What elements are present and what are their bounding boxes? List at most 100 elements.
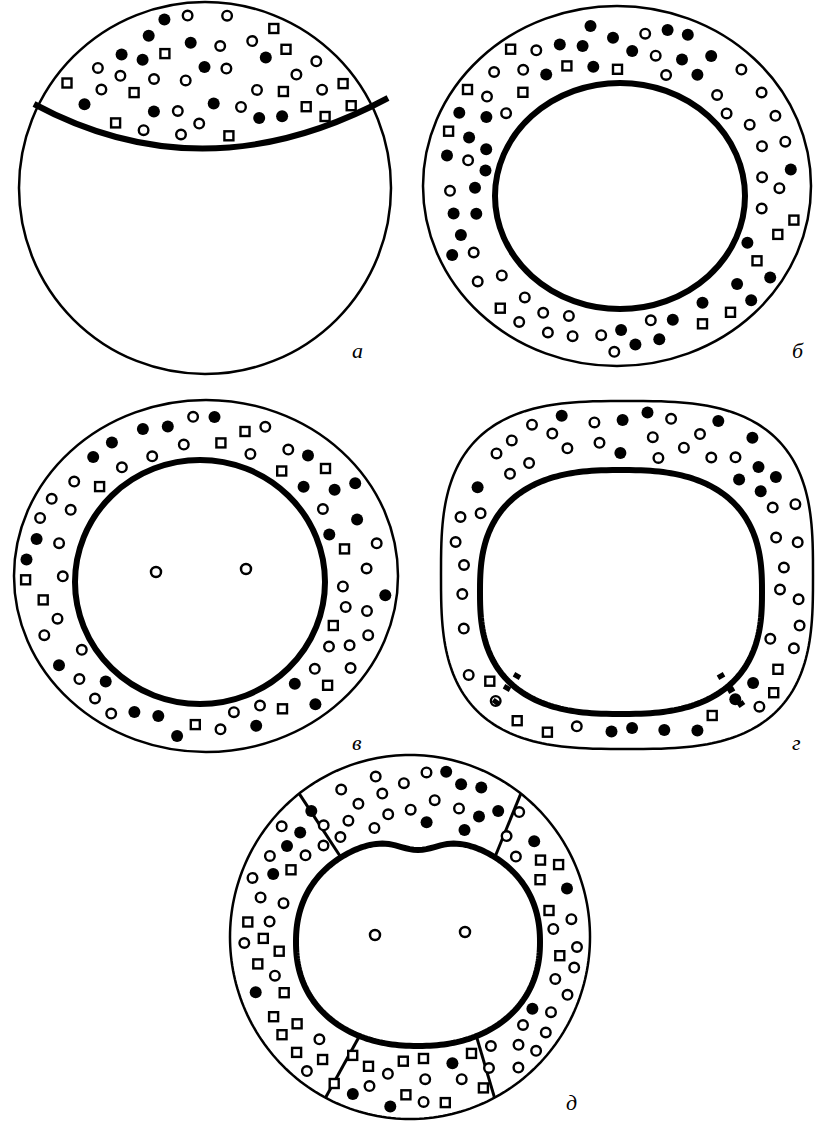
yolk-granule — [77, 645, 87, 655]
yolk-granule — [298, 481, 310, 493]
yolk-granule — [260, 52, 272, 64]
yolk-granule — [339, 79, 348, 88]
yolk-granule — [741, 237, 753, 249]
yolk-granule — [100, 675, 112, 687]
filled-granule — [208, 98, 220, 110]
filled-granule — [607, 32, 619, 44]
yolk-granule — [318, 1055, 327, 1064]
filled-granule — [741, 237, 753, 249]
filled-granule — [667, 314, 679, 326]
yolk-granule — [158, 14, 170, 26]
hollow-granule — [541, 1028, 551, 1038]
yolk-granule — [551, 974, 561, 984]
yolk-boundary — [480, 470, 762, 714]
square-granule — [348, 1051, 357, 1060]
hollow-granule — [518, 1020, 528, 1030]
dash-mark — [513, 672, 522, 680]
hollow-granule — [324, 642, 334, 652]
hollow-granule — [514, 317, 524, 327]
yolk-granule — [568, 331, 578, 341]
square-granule — [253, 959, 262, 968]
yolk-granule — [279, 898, 289, 908]
yolk-granule — [524, 458, 534, 468]
yolk-granule — [458, 589, 468, 599]
hollow-granule — [54, 538, 64, 548]
hollow-granule — [548, 429, 558, 439]
hollow-granule — [265, 917, 275, 927]
yolk-granule — [745, 294, 757, 306]
yolk-granule — [363, 630, 373, 640]
yolk-granule — [181, 76, 191, 86]
yolk-granule — [194, 119, 204, 129]
hollow-granule — [538, 308, 548, 318]
filled-granule — [21, 554, 33, 566]
yolk-boundary — [75, 460, 325, 704]
filled-granule — [305, 805, 317, 817]
yolk-granule — [653, 333, 665, 345]
yolk-granule — [646, 316, 656, 326]
yolk-granule — [513, 716, 522, 725]
hollow-granule — [590, 418, 600, 428]
hollow-granule — [755, 702, 765, 712]
hollow-granule — [794, 595, 804, 605]
yolk-granule — [771, 111, 781, 121]
square-granule — [347, 101, 356, 110]
yolk-granule — [785, 164, 797, 176]
yolk-granule — [269, 1012, 278, 1021]
square-granule — [287, 865, 296, 874]
yolk-granule — [567, 914, 577, 924]
square-granule — [21, 575, 30, 584]
hollow-granule — [531, 1046, 541, 1056]
yolk-granule — [446, 249, 458, 261]
filled-granule — [455, 778, 467, 790]
yolk-granule — [305, 805, 317, 817]
hollow-granule — [261, 422, 271, 432]
hollow-granule — [216, 725, 226, 735]
hollow-granule — [595, 438, 605, 448]
yolk-granule — [365, 1081, 375, 1091]
yolk-granule — [707, 453, 717, 463]
yolk-granule — [546, 1007, 556, 1017]
filled-granule — [329, 484, 341, 496]
dash-mark — [727, 686, 736, 694]
filled-granule — [152, 710, 164, 722]
square-granule — [536, 856, 545, 865]
yolk-granule — [563, 990, 573, 1000]
yolk-granule — [143, 30, 155, 42]
yolk-granule — [106, 709, 116, 719]
yolk-granule — [451, 537, 461, 547]
dash-mark — [503, 684, 512, 692]
filled-granule — [691, 725, 703, 737]
filled-granule — [561, 883, 573, 895]
yolk-granule — [422, 768, 432, 778]
yolk-granule — [661, 70, 671, 80]
yolk-granule — [348, 1051, 357, 1060]
yolk-granule — [518, 1020, 528, 1030]
hollow-granule — [469, 248, 479, 258]
filled-granule — [100, 675, 112, 687]
yolk-granule — [448, 208, 460, 220]
filled-granule — [733, 474, 745, 486]
yolk-granule — [440, 766, 452, 778]
panel-letter: в — [352, 732, 362, 754]
filled-granule — [453, 107, 465, 119]
square-granule — [518, 88, 527, 97]
yolk-granule — [54, 538, 64, 548]
hollow-granule — [53, 614, 63, 624]
yolk-granule — [679, 443, 689, 453]
yolk-granule — [282, 45, 291, 54]
hollow-granule — [345, 641, 355, 651]
yolk-granule — [364, 1062, 373, 1071]
filled-granule — [753, 461, 765, 473]
yolk-granule — [321, 464, 330, 473]
hollow-granule — [117, 463, 127, 473]
square-granule — [279, 87, 288, 96]
yolk-granule — [191, 720, 200, 729]
yolk-granule — [642, 407, 654, 419]
yolk-granule — [472, 481, 484, 493]
hollow-granule — [181, 76, 191, 86]
yolk-granule — [773, 665, 782, 674]
yolk-granule — [770, 471, 782, 483]
yolk-granule — [607, 32, 619, 44]
yolk-granule — [87, 451, 99, 463]
